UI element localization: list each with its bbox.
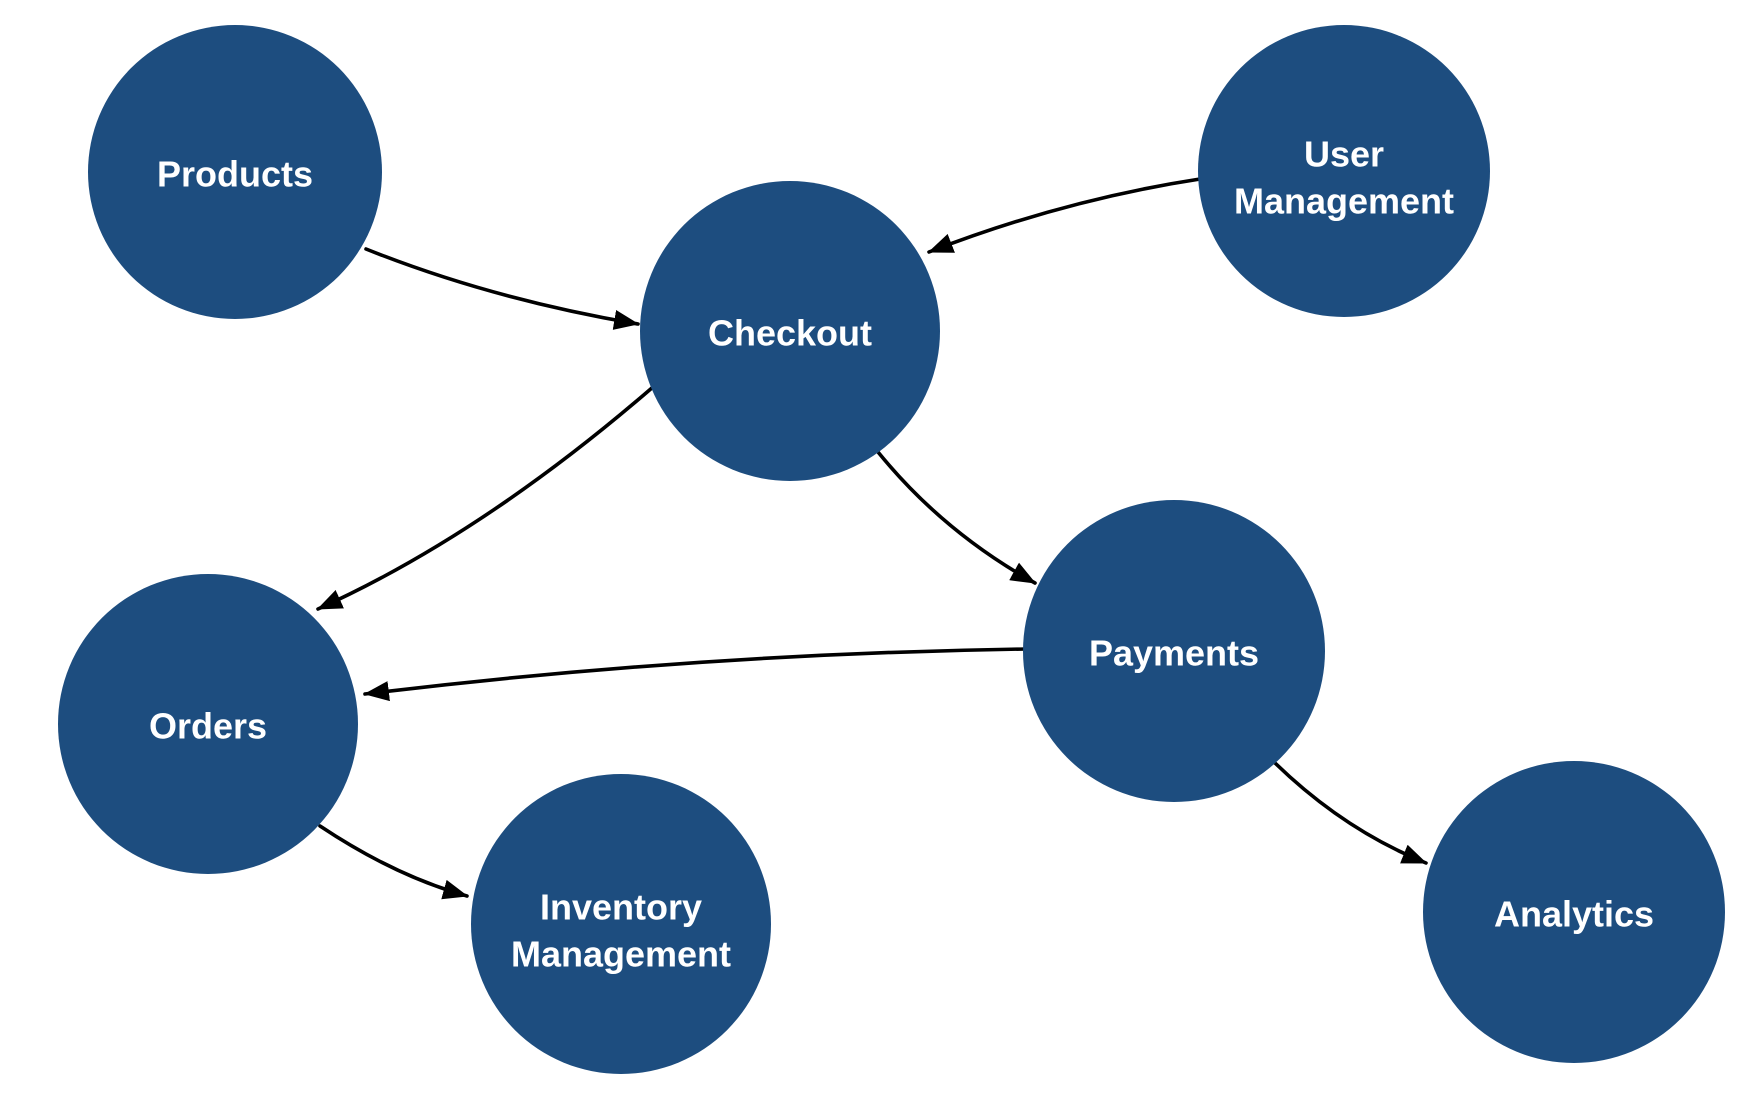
node-orders: Orders bbox=[58, 574, 358, 874]
node-products: Products bbox=[88, 25, 382, 319]
node-circle-inventory-management bbox=[471, 774, 771, 1074]
node-label-analytics: Analytics bbox=[1494, 894, 1654, 935]
node-circle-products bbox=[88, 25, 382, 319]
node-label-products: Products bbox=[157, 154, 313, 195]
node-circle-user-management bbox=[1198, 25, 1490, 317]
edge-orders-to-inventory-management bbox=[318, 824, 469, 900]
node-circle-orders bbox=[58, 574, 358, 874]
edge-checkout-to-payments bbox=[876, 450, 1037, 585]
node-label-orders: Orders bbox=[149, 706, 267, 747]
node-circle-analytics bbox=[1423, 761, 1725, 1063]
edge-products-to-checkout bbox=[364, 247, 640, 330]
edge-user-management-to-checkout bbox=[927, 177, 1202, 254]
node-payments: Payments bbox=[1023, 500, 1325, 802]
node-label-payments: Payments bbox=[1089, 633, 1259, 674]
node-checkout: Checkout bbox=[640, 181, 940, 481]
node-circle-payments bbox=[1023, 500, 1325, 802]
edge-payments-to-analytics bbox=[1273, 761, 1428, 865]
node-circle-checkout bbox=[640, 181, 940, 481]
edge-checkout-to-orders bbox=[316, 385, 655, 611]
node-label-checkout: Checkout bbox=[708, 313, 872, 354]
edge-payments-to-orders bbox=[363, 647, 1027, 702]
node-analytics: Analytics bbox=[1423, 761, 1725, 1063]
